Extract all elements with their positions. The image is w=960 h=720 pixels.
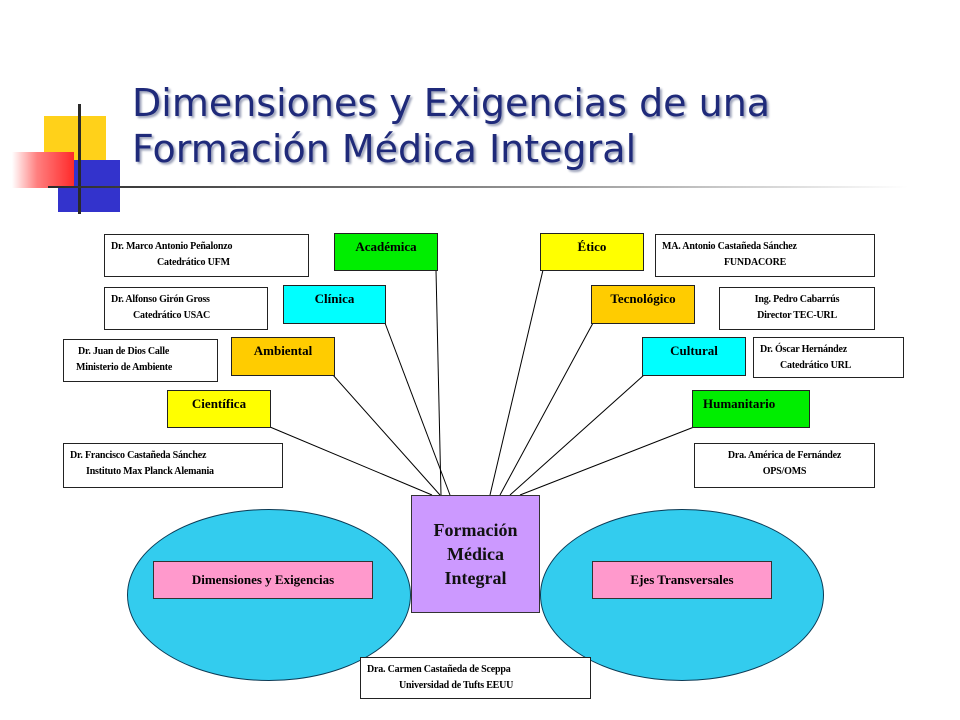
connector-academica [435, 269, 442, 496]
person-name: Dra. América de Fernández [727, 450, 842, 461]
connector-etico [489, 269, 544, 496]
dimension-ambiental: Ambiental [231, 337, 335, 376]
dimension-etico: Ético [540, 233, 644, 271]
person-calle: Dr. Juan de Dios Calle Ministerio de Amb… [63, 339, 218, 382]
person-role: FUNDACORE [724, 257, 787, 268]
person-role: Instituto Max Planck Alemania [86, 466, 214, 477]
connector-humanitario [519, 426, 695, 496]
person-name: Dra. Carmen Castañeda de Sceppa [367, 664, 511, 675]
center-line-3: Integral [444, 568, 507, 588]
person-name: Dr. Francisco Castañeda Sánchez [70, 450, 207, 461]
person-name: Ing. Pedro Cabarrús [754, 294, 840, 305]
center-line-2: Médica [447, 544, 504, 564]
slide-title-line-2: Formación Médica Integral [132, 127, 637, 171]
dimension-humanitario: Humanitario [692, 390, 810, 428]
dimension-cientifica: Científica [167, 390, 271, 428]
person-role: Director TEC-URL [757, 310, 837, 321]
person-fcastaneda: Dr. Francisco Castañeda Sánchez Institut… [63, 443, 283, 488]
center-node: Formación Médica Integral [411, 495, 540, 613]
connector-clinica [384, 322, 451, 496]
person-cabarrus: Ing. Pedro Cabarrús Director TEC-URL [719, 287, 875, 330]
person-giron: Dr. Alfonso Girón Gross Catedrático USAC [104, 287, 268, 330]
connector-tecnologico [499, 322, 594, 496]
dimension-tecnologico: Tecnológico [591, 285, 695, 324]
dimension-clinica: Clínica [283, 285, 386, 324]
person-name: MA. Antonio Castañeda Sánchez [662, 241, 797, 252]
dimension-academica: Académica [334, 233, 438, 271]
connector-ambiental [332, 374, 441, 496]
person-penalonzo: Dr. Marco Antonio Peñalonzo Catedrático … [104, 234, 309, 277]
dimensiones-exigencias-label: Dimensiones y Exigencias [153, 561, 373, 599]
deco-red-square [12, 152, 74, 188]
slide-title-line-1: Dimensiones y Exigencias de una [132, 81, 771, 125]
center-line-1: Formación [433, 520, 518, 540]
person-fernandez: Dra. América de Fernández OPS/OMS [694, 443, 875, 488]
person-name: Dr. Óscar Hernández [760, 344, 848, 355]
person-sceppa: Dra. Carmen Castañeda de Sceppa Universi… [360, 657, 591, 699]
person-name: Dr. Marco Antonio Peñalonzo [111, 241, 233, 252]
ejes-transversales-label: Ejes Transversales [592, 561, 772, 599]
connector-cultural [509, 374, 645, 496]
person-role: Catedrático USAC [133, 310, 211, 321]
person-role: Catedrático URL [780, 360, 852, 371]
person-role: Ministerio de Ambiente [76, 362, 173, 373]
dimension-cultural: Cultural [642, 337, 746, 376]
person-acastaneda: MA. Antonio Castañeda Sánchez FUNDACORE [655, 234, 875, 277]
deco-vertical-line [78, 104, 81, 214]
person-name: Dr. Alfonso Girón Gross [111, 294, 210, 305]
person-role: OPS/OMS [762, 466, 807, 477]
slide-title: Dimensiones y Exigencias de una Formació… [132, 80, 932, 172]
person-role: Universidad de Tufts EEUU [399, 680, 514, 691]
person-role: Catedrático UFM [157, 257, 230, 268]
person-hernandez: Dr. Óscar Hernández Catedrático URL [753, 337, 904, 378]
person-name: Dr. Juan de Dios Calle [78, 346, 170, 357]
connector-cientifica [269, 426, 433, 496]
title-underline [48, 186, 908, 188]
